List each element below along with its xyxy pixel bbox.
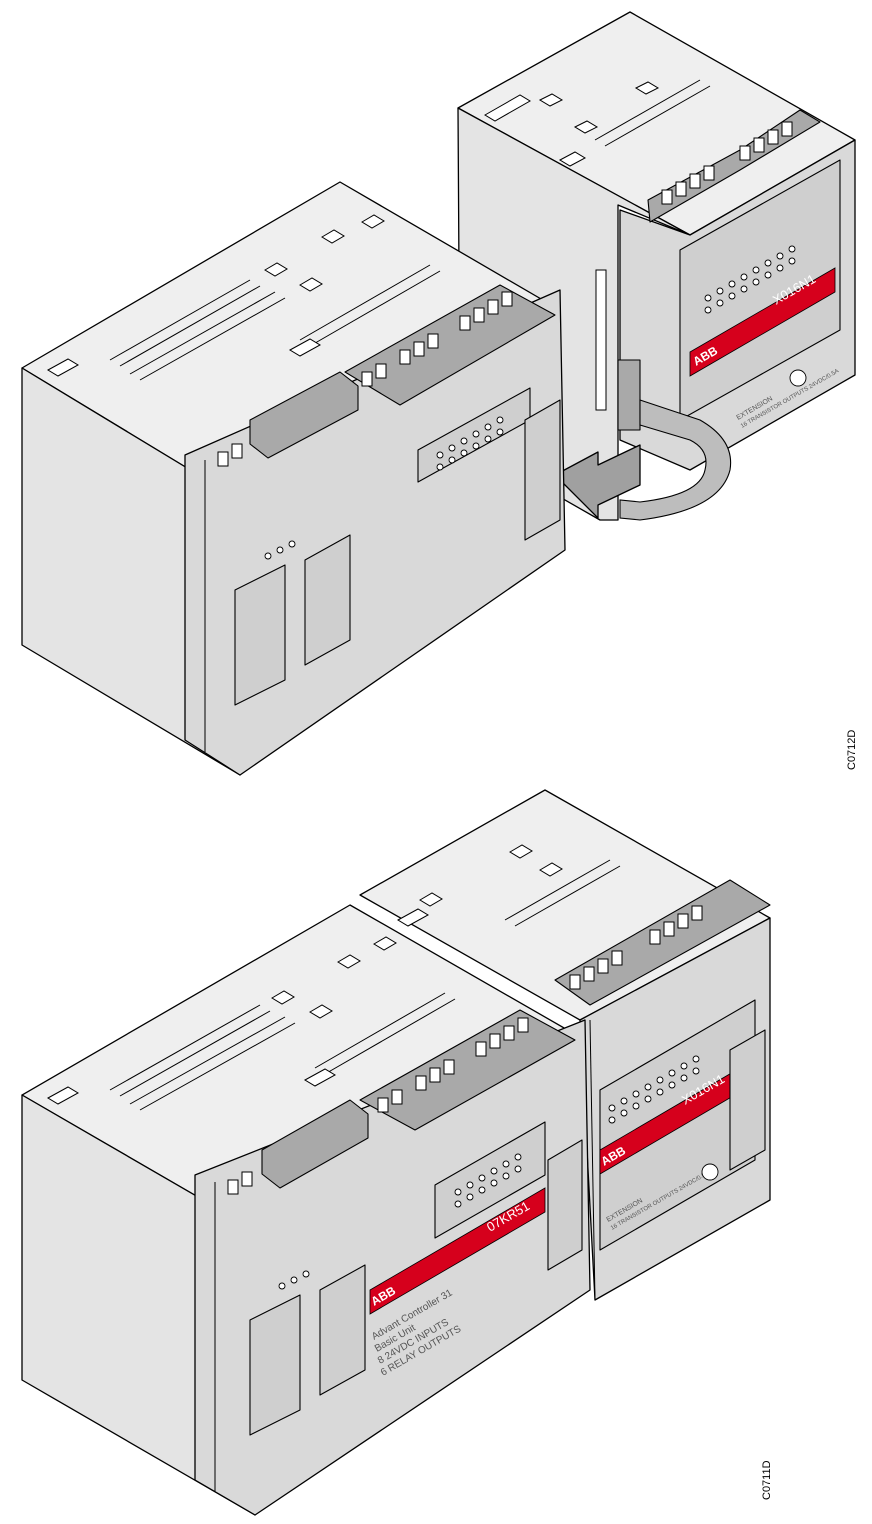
knob-icon bbox=[789, 369, 807, 387]
bus-connector bbox=[617, 359, 641, 431]
interface-door bbox=[234, 564, 286, 706]
figure-top: ABB X016N1 EXTENSION 16 TRANSISTOR OUTPU… bbox=[21, 11, 858, 776]
battery-door-basic bbox=[319, 1264, 366, 1396]
insert-arrow-icon bbox=[554, 444, 641, 519]
figure-id-top: C0712D bbox=[846, 730, 858, 770]
interface-door-basic bbox=[249, 1294, 301, 1436]
figure-bottom: ABB X016N1 EXTENSION 16 TRANSISTOR OUTPU… bbox=[21, 789, 773, 1516]
side-cover bbox=[524, 399, 561, 541]
brand-band-basic bbox=[369, 1187, 546, 1315]
led-array-basic bbox=[454, 1153, 522, 1208]
led-array bbox=[704, 245, 796, 314]
brand-band bbox=[689, 267, 836, 377]
led-array-main bbox=[436, 416, 504, 471]
extension-module-bottom: ABB X016N1 EXTENSION 16 TRANSISTOR OUTPU… bbox=[359, 789, 771, 1301]
figure-id-bottom: C0711D bbox=[761, 1460, 773, 1500]
battery-door bbox=[304, 534, 351, 666]
led-array-ext bbox=[608, 1055, 700, 1124]
extension-module-top: ABB X016N1 EXTENSION 16 TRANSISTOR OUTPU… bbox=[457, 11, 856, 521]
knob-icon-ext bbox=[701, 1163, 719, 1181]
basic-unit-bottom: ABB 07KR51 Advant Controller 31 Basic Un… bbox=[21, 904, 596, 1516]
terminal-strip-ext bbox=[569, 905, 703, 990]
terminal-strip-basic bbox=[227, 1017, 529, 1195]
terminal-strip bbox=[661, 121, 793, 205]
ribbon-cable bbox=[619, 399, 732, 521]
side-cover-basic bbox=[547, 1139, 583, 1271]
basic-unit-top bbox=[21, 181, 566, 776]
terminal-strip-main bbox=[217, 291, 513, 467]
